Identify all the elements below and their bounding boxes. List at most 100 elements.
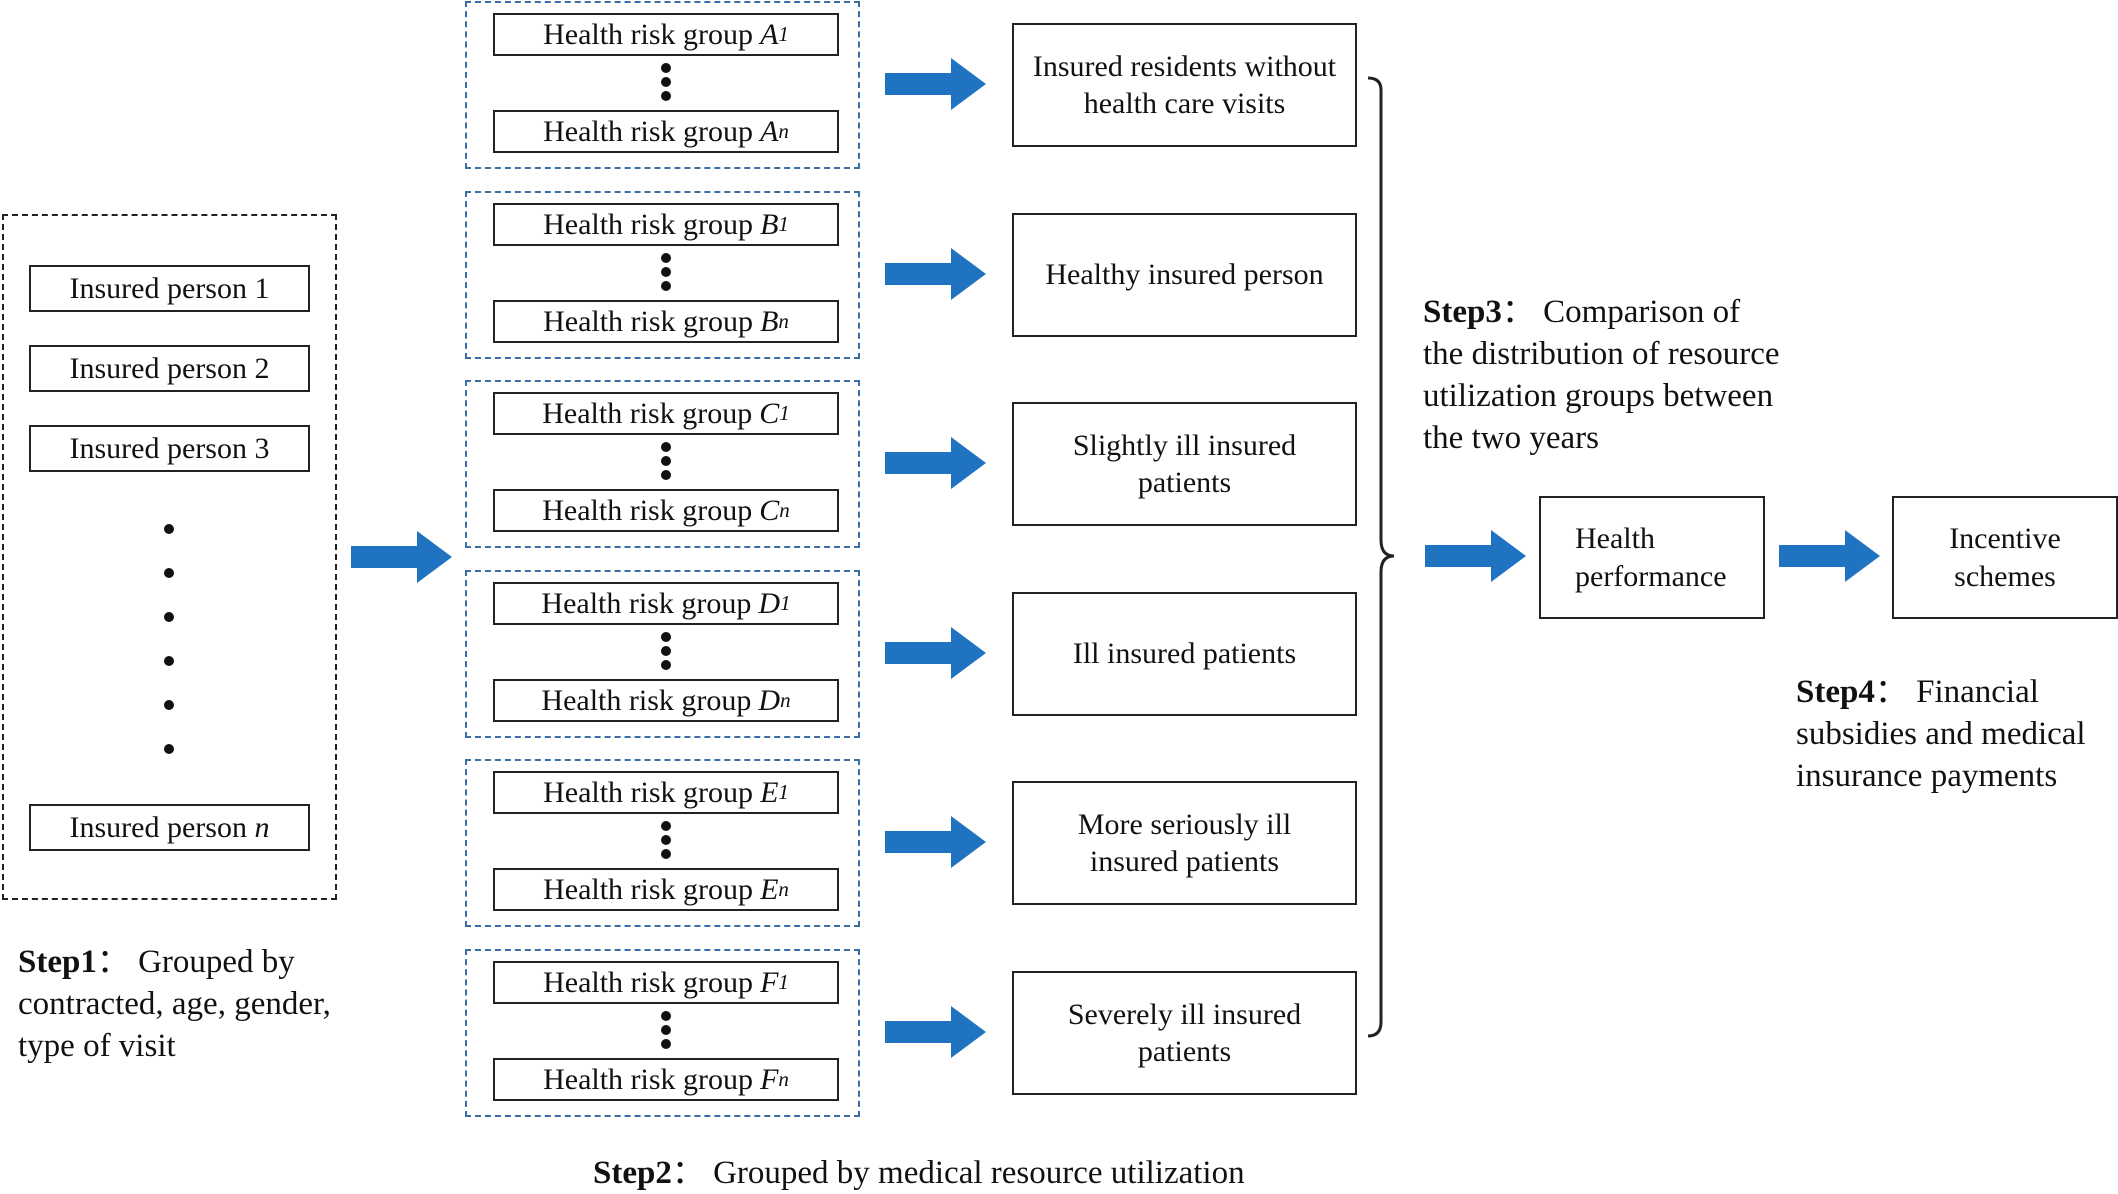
group-c-container <box>465 380 860 548</box>
group-letter: F <box>760 965 779 999</box>
group-subscript: n <box>779 498 790 522</box>
group-label: Health risk group <box>542 493 753 527</box>
group-letter: A <box>760 114 779 148</box>
insured-person-3-label: Insured person 3 <box>69 431 270 465</box>
group-a-container <box>465 1 860 169</box>
group-subscript: n <box>778 877 789 901</box>
outcome-line2: health care visits <box>1083 87 1286 120</box>
ellipsis-dot <box>164 612 174 622</box>
vertical-ellipsis-icon <box>661 63 671 105</box>
arrow-group-e-to-outcome <box>885 816 986 868</box>
vertical-ellipsis-icon <box>661 253 671 295</box>
vertical-ellipsis-icon <box>661 442 671 484</box>
group-letter: C <box>759 396 780 430</box>
health-performance-line1: Health <box>1575 522 1655 555</box>
step3-label-line3: utilization groups between <box>1423 378 1774 414</box>
outcome-line1: More seriously ill <box>1077 807 1292 841</box>
group-e-container <box>465 759 860 927</box>
arrow-group-a-to-outcome <box>885 58 986 110</box>
outcome-line2: patients <box>1137 466 1232 499</box>
step4-label-sep: ： <box>1874 674 1908 710</box>
outcome-d-box: Ill insured patients <box>1012 592 1357 716</box>
insured-person-1-label: Insured person 1 <box>69 271 270 305</box>
group-label: Health risk group <box>543 1062 754 1096</box>
step1-label-bold: Step1 <box>18 944 97 980</box>
group-b-container <box>465 191 860 359</box>
group-d-container <box>465 570 860 738</box>
step1-label-sep: ： <box>96 944 130 980</box>
arrow-health-performance-to-incentive <box>1779 530 1880 582</box>
arrow-bracket-to-health-performance <box>1425 530 1526 582</box>
bracket <box>1367 76 1395 1038</box>
step4-label-line1: Financial <box>1916 674 2039 710</box>
outcome-a-box: Insured residents without health care vis… <box>1012 23 1357 147</box>
step3-label-bold: Step3 <box>1423 294 1502 330</box>
outcome-line1: Slightly ill insured <box>1072 428 1297 462</box>
group-subscript: 1 <box>778 780 789 804</box>
step3-label-sep: ： <box>1501 294 1535 330</box>
arrow-step1-to-step2 <box>351 531 452 583</box>
insured-person-n-variable: n <box>254 810 270 844</box>
outcome-line2: patients <box>1137 1035 1232 1068</box>
step2-label-bold: Step2 <box>593 1155 672 1191</box>
outcome-line2: insured patients <box>1089 845 1280 878</box>
group-letter: D <box>758 586 781 620</box>
group-subscript: n <box>778 119 789 143</box>
group-subscript: 1 <box>780 591 791 615</box>
ellipsis-dot <box>164 524 174 534</box>
step2-label-sep: ： <box>671 1155 705 1191</box>
step4-label-line3: insurance payments <box>1796 758 2058 794</box>
insured-person-1-box: Insured person 1 <box>29 265 310 312</box>
incentive-schemes-line2: schemes <box>1954 559 2056 593</box>
step1-label-line1: Grouped by <box>138 944 295 980</box>
arrow-group-f-to-outcome <box>885 1006 986 1058</box>
outcome-e-box: More seriously ill insured patients <box>1012 781 1357 905</box>
step2-label: Step2： Grouped by medical resource utili… <box>593 1152 1245 1194</box>
group-label: Health risk group <box>541 683 752 717</box>
step3-label-line4: the two years <box>1423 420 1599 456</box>
insured-person-n-label: Insured person <box>69 810 247 844</box>
group-subscript: 1 <box>779 401 790 425</box>
incentive-schemes-box: Incentive schemes <box>1892 496 2118 619</box>
group-letter: A <box>760 17 779 51</box>
group-letter: F <box>760 1062 779 1096</box>
step3-label-line1: Comparison of <box>1543 294 1741 330</box>
arrow-group-c-to-outcome <box>885 437 986 489</box>
outcome-line1: Insured residents without <box>1032 49 1337 83</box>
outcome-line1: Healthy insured person <box>1045 258 1324 292</box>
health-performance-box: Health performance <box>1539 496 1765 619</box>
group-subscript: n <box>780 688 791 712</box>
group-letter: C <box>759 493 780 527</box>
group-label: Health risk group <box>543 775 754 809</box>
ellipsis-dot <box>164 744 174 754</box>
group-letter: D <box>758 683 781 717</box>
group-f-container <box>465 949 860 1117</box>
step1-label: Step1： Grouped by contracted, age, gende… <box>18 941 331 1067</box>
group-subscript: 1 <box>778 970 789 994</box>
step1-label-line2: contracted, age, gender, <box>18 986 331 1022</box>
group-label: Health risk group <box>541 586 752 620</box>
group-label: Health risk group <box>543 872 754 906</box>
group-label: Health risk group <box>543 304 754 338</box>
group-label: Health risk group <box>542 396 753 430</box>
incentive-schemes-line1: Incentive <box>1949 522 2061 555</box>
ellipsis-dot <box>164 656 174 666</box>
outcome-line1: Ill insured patients <box>1072 637 1297 671</box>
insured-person-2-box: Insured person 2 <box>29 345 310 392</box>
group-label: Health risk group <box>543 965 754 999</box>
group-label: Health risk group <box>543 17 754 51</box>
ellipsis-dot <box>164 700 174 710</box>
step4-label: Step4： Financial subsidies and medical i… <box>1796 671 2086 797</box>
ellipsis-dot <box>164 568 174 578</box>
group-letter: B <box>760 304 779 338</box>
group-label: Health risk group <box>543 114 754 148</box>
